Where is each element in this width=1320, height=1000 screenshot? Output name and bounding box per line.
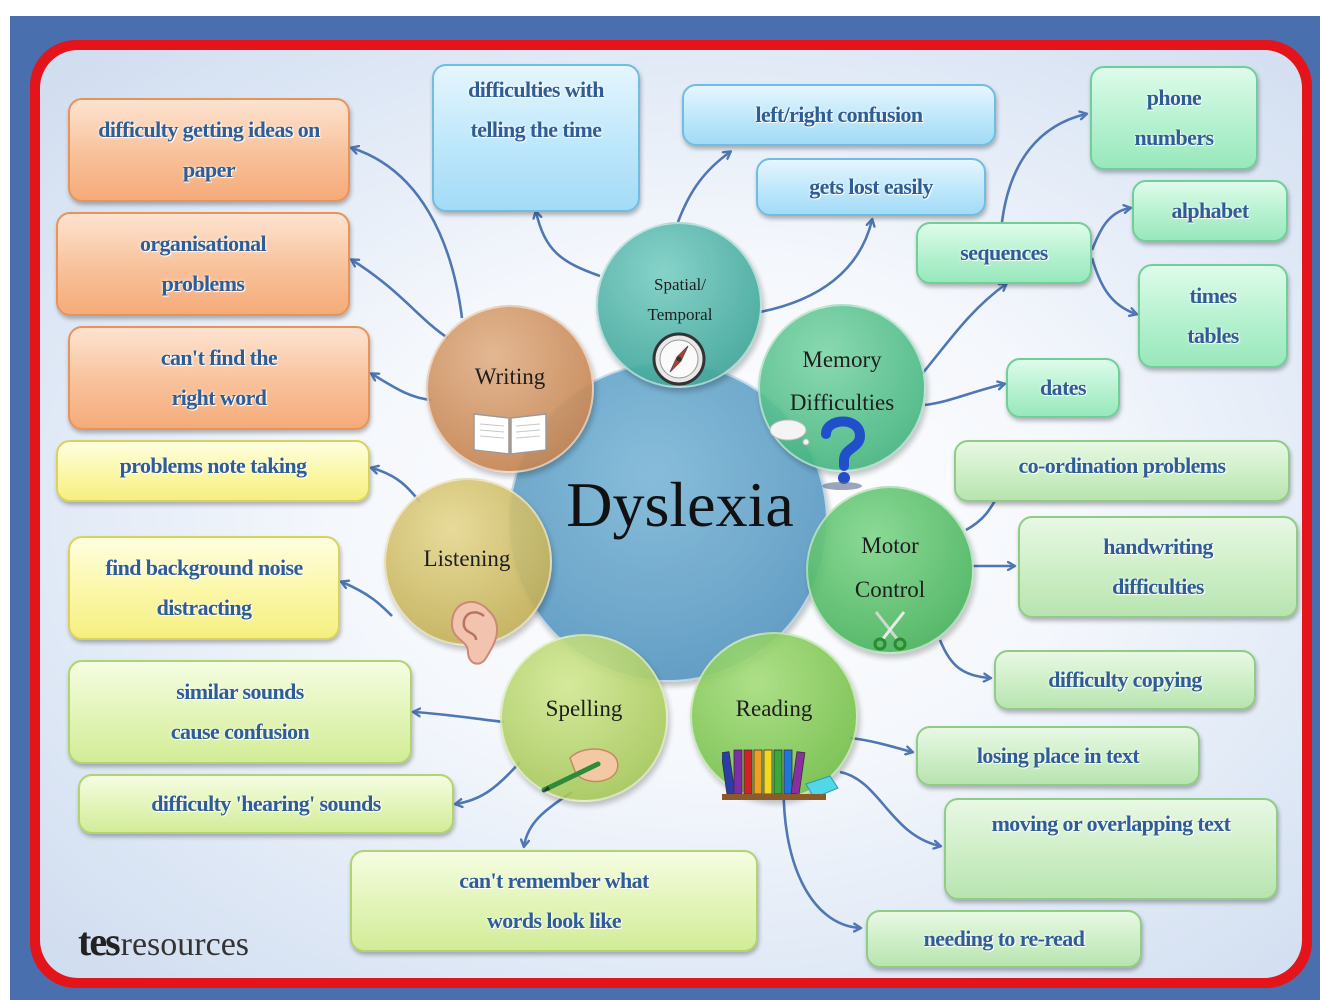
spelling-item-remember: can't remember what words look like xyxy=(350,850,758,952)
arrow-reading-moving xyxy=(839,770,940,846)
writing-item-ideas: difficulty getting ideas on paper xyxy=(68,98,350,202)
memory-item-alphabet: alphabet xyxy=(1132,180,1288,242)
logo-mark: tes xyxy=(78,919,121,964)
center-title: Dyslexia xyxy=(566,469,794,540)
writing-label: Writing xyxy=(474,364,546,389)
reading-item-reread: needing to re-read xyxy=(866,910,1142,968)
motor-control-label: Motor Control xyxy=(854,533,926,602)
books-icon xyxy=(722,749,839,800)
listening-item-notes: problems note taking xyxy=(56,440,370,502)
writing-circle[interactable] xyxy=(426,305,594,473)
motor-item-handwriting: handwriting difficulties xyxy=(1018,516,1298,618)
question-mark-icon xyxy=(769,416,866,490)
arrow-writing-ideas xyxy=(352,148,464,319)
compass-icon xyxy=(652,332,706,386)
arrow-reading-losing xyxy=(849,736,912,752)
reading-item-losing: losing place in text xyxy=(916,726,1200,786)
spelling-item-hearing: difficulty 'hearing' sounds xyxy=(78,774,454,834)
memory-item-dates: dates xyxy=(1006,358,1120,418)
arrow-writing-organisational xyxy=(352,260,449,340)
arrow-listening-noise xyxy=(342,582,393,617)
spelling-item-similar: similar sounds cause confusion xyxy=(68,660,412,764)
writing-item-organisational: organisational problems xyxy=(56,212,350,316)
motor-item-copying: difficulty copying xyxy=(994,650,1256,710)
arrow-sequences-phone xyxy=(1000,114,1086,223)
arrow-writing-word xyxy=(372,374,433,402)
arrow-spatial-lost xyxy=(759,220,872,314)
writing-item-word: can't find the right word xyxy=(68,326,370,430)
memory-item-times: times tables xyxy=(1138,264,1288,368)
reading-label: Reading xyxy=(735,696,813,721)
memory-item-phone: phone numbers xyxy=(1090,66,1258,170)
scissors-icon xyxy=(873,611,907,651)
reading-item-moving: moving or overlapping text xyxy=(944,798,1278,900)
arrow-spatial-leftright xyxy=(676,152,730,223)
tes-resources-logo: tes resources xyxy=(78,918,249,964)
motor-control-circle[interactable] xyxy=(806,486,974,654)
arrow-memory-dates xyxy=(924,384,1004,407)
spatial-temporal-label: Spatial/ Temporal xyxy=(647,275,713,324)
logo-text: resources xyxy=(120,926,250,963)
memory-label: Memory Difficulties xyxy=(789,347,895,415)
arrow-spelling-remember xyxy=(524,790,573,846)
arrow-reading-reread xyxy=(782,774,860,928)
motor-item-coordination: co-ordination problems xyxy=(954,440,1290,502)
arrow-spelling-hearing xyxy=(456,761,521,804)
open-book-icon xyxy=(473,413,547,455)
arrow-sequences-alphabet xyxy=(1090,208,1130,251)
spatial-item-left-right: left/right confusion xyxy=(682,84,996,146)
listening-label: Listening xyxy=(423,546,511,571)
memory-item-sequences: sequences xyxy=(916,222,1092,284)
pencil-hand-icon xyxy=(541,748,619,793)
spelling-label: Spelling xyxy=(545,696,623,721)
ear-icon xyxy=(450,601,498,665)
listening-item-noise: find background noise distracting xyxy=(68,536,340,640)
arrow-memory-sequences xyxy=(920,284,1006,375)
arrow-spatial-time xyxy=(536,212,601,278)
memory-circle[interactable] xyxy=(758,304,926,472)
arrow-sequences-times xyxy=(1090,257,1136,314)
arrow-spelling-similar xyxy=(414,712,505,724)
spatial-item-time: difficulties with telling the time xyxy=(432,64,640,212)
arrow-motor-copying xyxy=(938,639,990,678)
spatial-item-lost: gets lost easily xyxy=(756,158,986,216)
